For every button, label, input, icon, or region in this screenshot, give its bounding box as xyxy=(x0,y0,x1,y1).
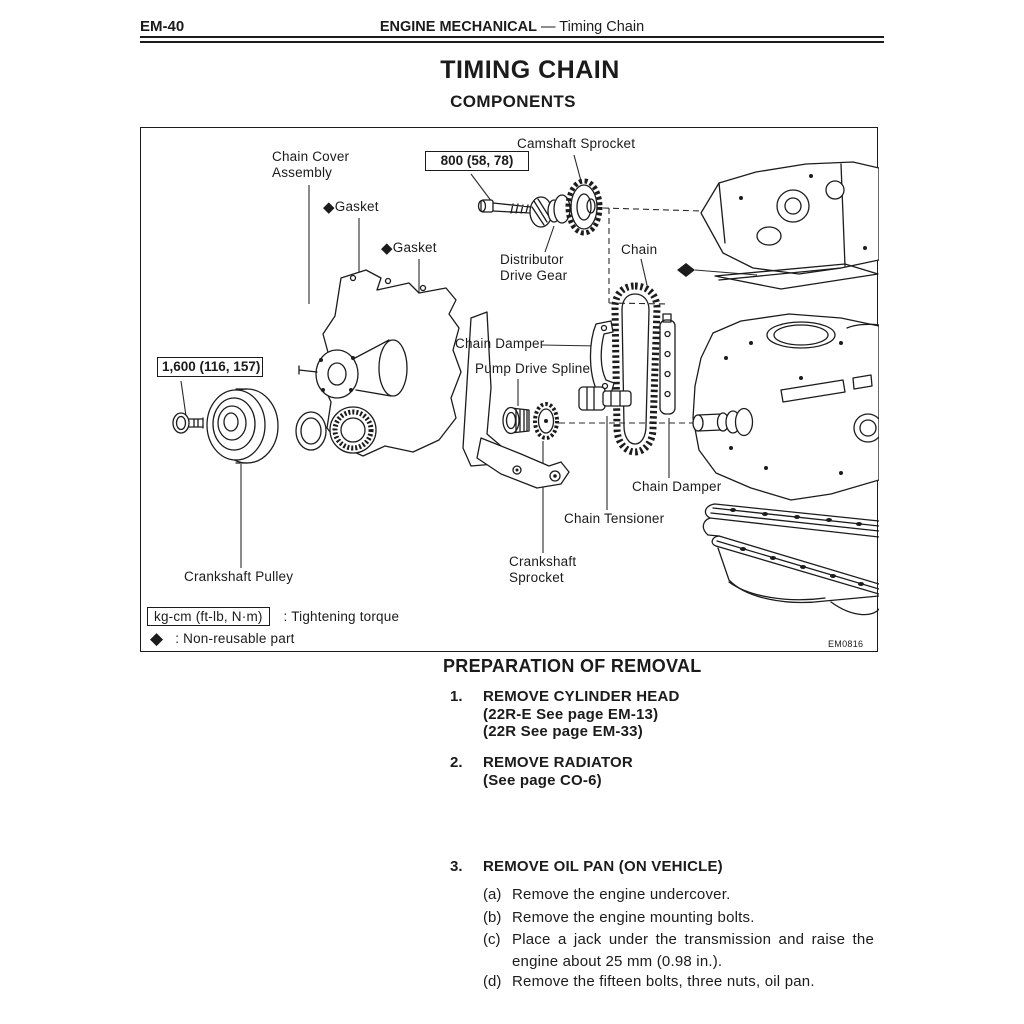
pump-drive-spline-art xyxy=(502,406,530,435)
timing-chain-art xyxy=(611,282,661,456)
section-header-rest: — Timing Chain xyxy=(536,19,645,35)
torque-box-camshaft: 800 (58, 78) xyxy=(425,151,529,171)
header-rule-top xyxy=(140,36,884,38)
crankshaft-sprocket-art xyxy=(533,402,559,440)
oil-pan-art xyxy=(702,503,880,616)
step-3a-text: Remove the engine undercover. xyxy=(512,886,731,903)
step-2-title: REMOVE RADIATOR xyxy=(483,754,633,771)
step-1-number: 1. xyxy=(450,688,463,705)
step-3b-text: Remove the engine mounting bolts. xyxy=(512,909,755,926)
label-chain-damper-lower: Chain Damper xyxy=(632,479,722,494)
section-header-bold: ENGINE MECHANICAL xyxy=(379,19,537,35)
chain-tensioner-art xyxy=(578,386,632,411)
components-diagram-art xyxy=(172,154,883,616)
label-chain-cover-line1: Chain Cover xyxy=(272,149,350,164)
step-3d-text: Remove the fifteen bolts, three nuts, oi… xyxy=(512,973,815,990)
crankshaft-pulley-art xyxy=(206,388,279,464)
label-crankshaft-sprocket-line1: Crankshaft xyxy=(509,554,577,569)
label-distributor-line1: Distributor xyxy=(500,252,564,267)
chain-damper-left-art xyxy=(589,320,615,395)
legend-torque-box: kg-cm (ft-lb, N·m) xyxy=(147,607,270,626)
chain-cover-assembly-art xyxy=(295,269,570,489)
nonreusable-diamond-marker xyxy=(677,263,695,277)
legend-tightening-torque: kg-cm (ft-lb, N·m) : Tightening torque xyxy=(147,607,399,626)
chain-damper-right-art xyxy=(659,313,676,415)
label-distributor-line2: Drive Gear xyxy=(500,268,568,283)
page-number: EM-40 xyxy=(140,18,185,35)
step-3a-letter: (a) xyxy=(483,886,502,903)
label-chain: Chain xyxy=(621,242,658,257)
legend-nonreusable-text: : Non-reusable part xyxy=(175,631,295,646)
step-3-title: REMOVE OIL PAN (ON VEHICLE) xyxy=(483,858,723,875)
procedure-heading: PREPARATION OF REMOVAL xyxy=(443,656,702,676)
step-3-number: 3. xyxy=(450,858,463,875)
step-3c-text: Place a jack under the transmission and … xyxy=(512,931,874,970)
figure-code: EM0816 xyxy=(828,639,864,649)
step-2-ref-1: (See page CO-6) xyxy=(483,772,602,789)
diamond-icon: ◆ xyxy=(323,199,335,216)
step-2-number: 2. xyxy=(450,754,463,771)
camshaft-sprocket-art xyxy=(477,178,603,236)
label-pump-drive-spline: Pump Drive Spline xyxy=(475,361,591,376)
step-3d-letter: (d) xyxy=(483,973,502,990)
step-1-ref-1: (22R-E See page EM-13) xyxy=(483,706,659,723)
cylinder-head-art xyxy=(700,161,880,290)
step-3b-letter: (b) xyxy=(483,909,502,926)
label-gasket-2: ◆Gasket xyxy=(381,240,437,257)
header-rule-bottom xyxy=(140,41,884,44)
label-gasket-1: ◆Gasket xyxy=(323,199,379,216)
alignment-dashed-lines xyxy=(559,207,702,424)
step-3c-letter: (c) xyxy=(483,931,501,948)
engine-block-art xyxy=(692,313,883,501)
label-crankshaft-pulley: Crankshaft Pulley xyxy=(184,569,294,584)
section-header: ENGINE MECHANICAL — Timing Chain xyxy=(140,19,884,35)
step-1-title: REMOVE CYLINDER HEAD xyxy=(483,688,680,705)
legend-torque-text: : Tightening torque xyxy=(283,609,400,624)
label-camshaft-sprocket: Camshaft Sprocket xyxy=(517,136,636,151)
diamond-icon: ◆ xyxy=(381,240,393,257)
diamond-icon: ◆ xyxy=(150,629,164,648)
step-1-ref-2: (22R See page EM-33) xyxy=(483,723,643,740)
page-subtitle: COMPONENTS xyxy=(450,92,576,111)
label-crankshaft-sprocket-line2: Sprocket xyxy=(509,570,564,585)
page-title: TIMING CHAIN xyxy=(440,56,620,84)
legend-non-reusable: ◆ : Non-reusable part xyxy=(150,629,295,648)
label-chain-cover-line2: Assembly xyxy=(272,165,333,180)
label-chain-damper-upper: Chain Damper xyxy=(455,336,545,351)
pulley-bolt-art xyxy=(172,412,204,434)
leader-lines xyxy=(180,154,758,568)
torque-box-crankshaft: 1,600 (116, 157) xyxy=(157,357,263,377)
components-figure-frame xyxy=(140,127,883,652)
label-chain-tensioner: Chain Tensioner xyxy=(564,511,665,526)
